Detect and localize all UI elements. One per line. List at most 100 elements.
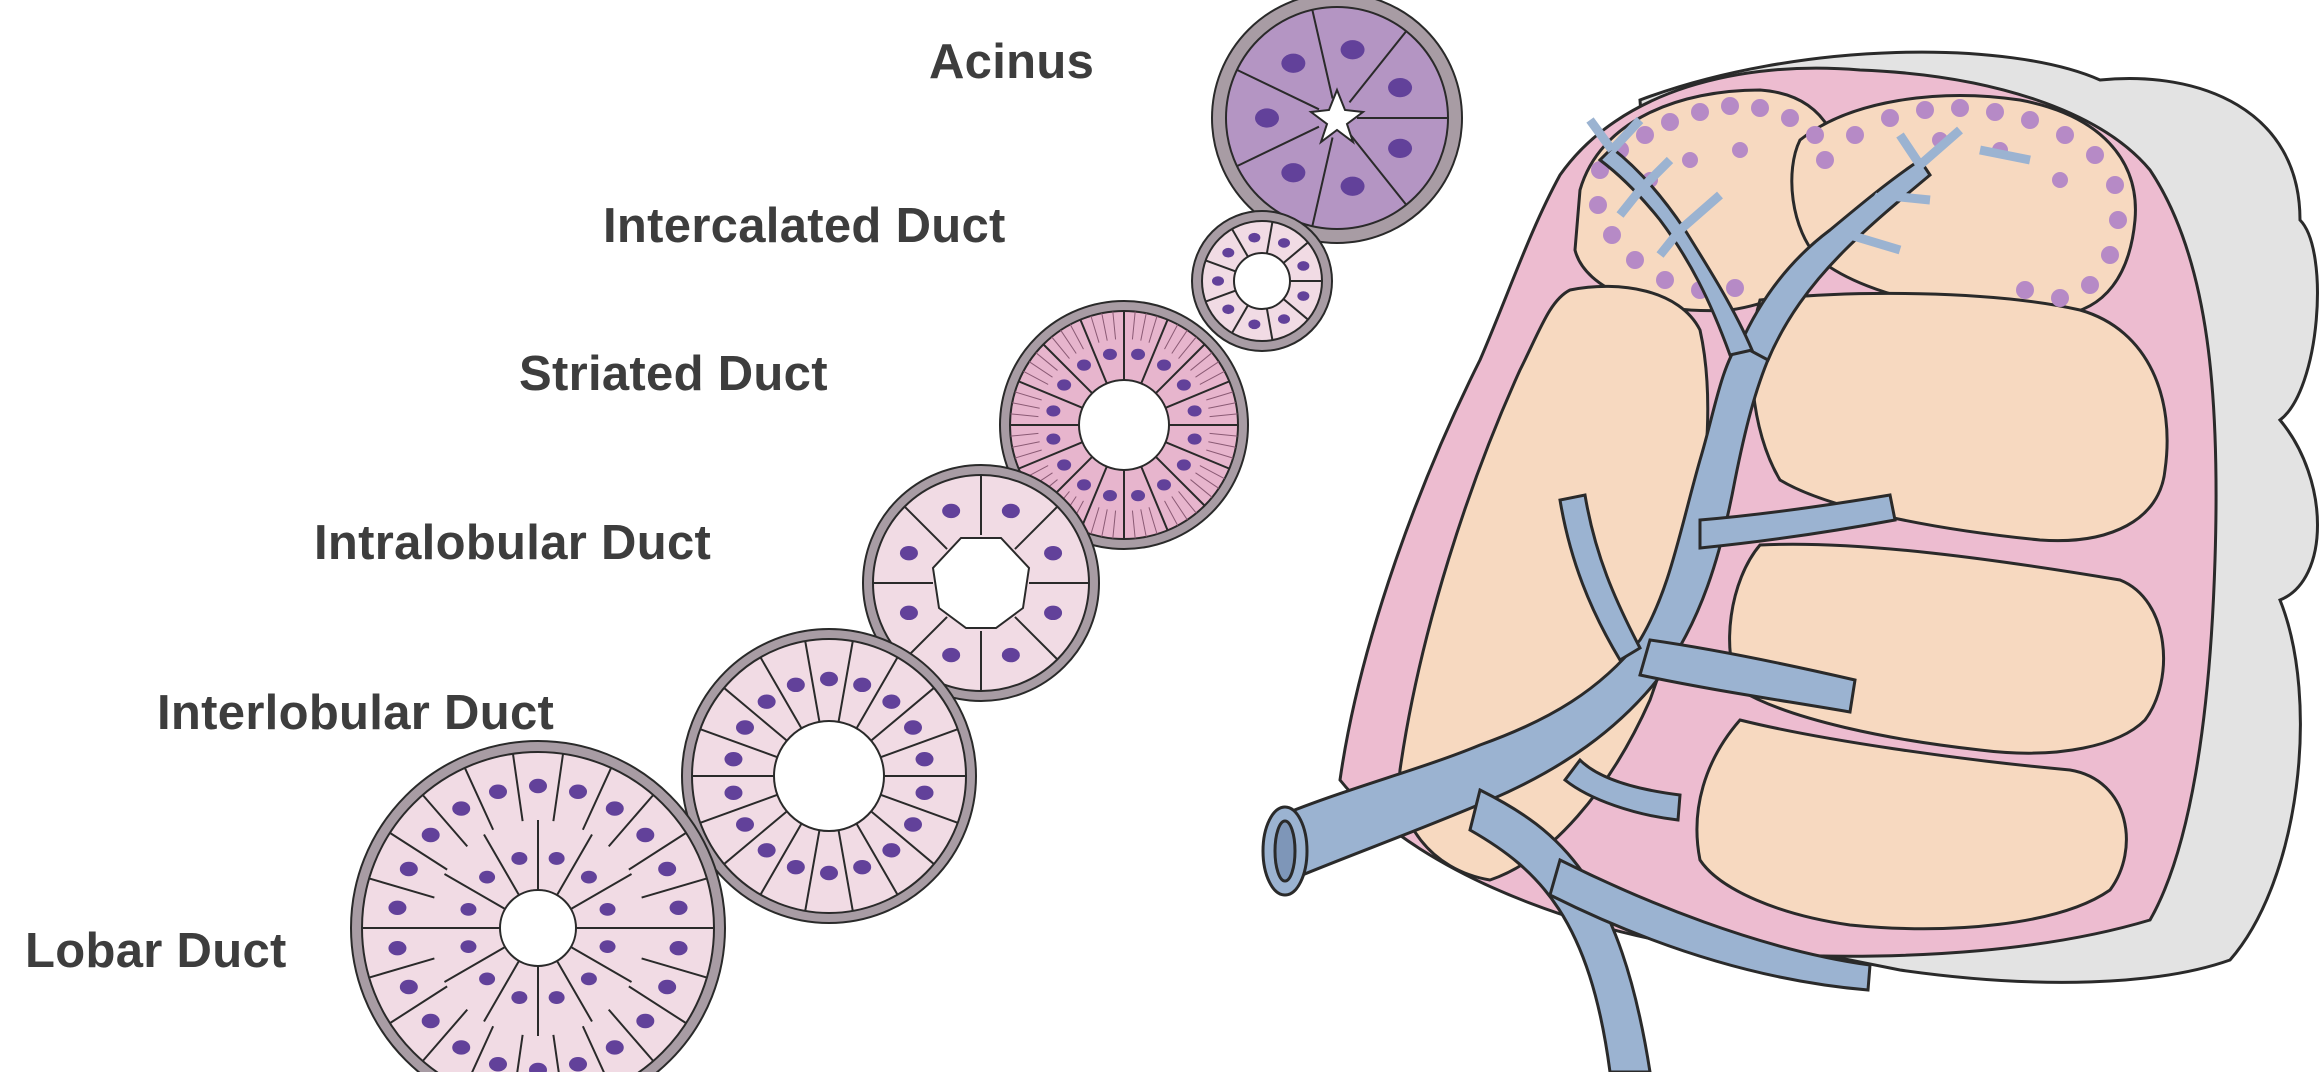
striated-nucleus xyxy=(1131,490,1145,501)
interlobular-nucleus xyxy=(724,752,742,766)
lobar-nucleus xyxy=(549,991,565,1004)
interlobular-nucleus xyxy=(904,720,922,734)
striated-nucleus xyxy=(1046,405,1060,416)
intralobular-nucleus xyxy=(900,546,918,560)
lobar-nucleus xyxy=(460,940,476,953)
acinus-nucleus xyxy=(1388,139,1412,158)
striated-nucleus xyxy=(1131,349,1145,360)
lobar-outer-nucleus xyxy=(670,941,688,955)
lobar-nucleus xyxy=(600,940,616,953)
lobar-outer-nucleus xyxy=(400,862,418,876)
acinus-nucleus xyxy=(1341,177,1365,196)
intercalated-nucleus xyxy=(1297,291,1309,301)
interlobular-nucleus xyxy=(882,694,900,708)
interlobular-nucleus xyxy=(736,720,754,734)
interlobular-nucleus xyxy=(736,817,754,831)
label-intercalated-duct: Intercalated Duct xyxy=(603,198,1006,254)
lobar-nucleus xyxy=(479,973,495,986)
interlobular-nucleus xyxy=(904,817,922,831)
lobar-outer-nucleus xyxy=(388,901,406,915)
lobar-nucleus xyxy=(511,852,527,865)
striated-nucleus xyxy=(1188,405,1202,416)
label-striated-duct: Striated Duct xyxy=(519,346,828,402)
lobar-nucleus xyxy=(600,903,616,916)
lobar-outer-nucleus xyxy=(529,779,547,793)
lobar-outer-nucleus xyxy=(452,801,470,815)
lobar-outer-nucleus xyxy=(636,828,654,842)
lobar-outer-nucleus xyxy=(606,1040,624,1054)
acinus-nucleus xyxy=(1255,108,1279,127)
intercalated-duct-section xyxy=(1192,211,1332,351)
lobar-nucleus xyxy=(460,903,476,916)
intercalated-nucleus xyxy=(1222,248,1234,258)
striated-nucleus xyxy=(1077,360,1091,371)
interlobular-duct-section xyxy=(682,629,976,923)
lobar-outer-nucleus xyxy=(606,801,624,815)
lobar-nucleus xyxy=(549,852,565,865)
lobar-nucleus xyxy=(479,871,495,884)
intercalated-nucleus xyxy=(1248,233,1260,243)
interlobular-nucleus xyxy=(853,860,871,874)
intercalated-nucleus xyxy=(1222,304,1234,314)
lobar-outer-nucleus xyxy=(636,1014,654,1028)
intercalated-nucleus xyxy=(1278,238,1290,248)
interlobular-nucleus xyxy=(882,843,900,857)
lobar-outer-nucleus xyxy=(422,828,440,842)
lobar-outer-nucleus xyxy=(388,941,406,955)
lobar-outer-nucleus xyxy=(670,901,688,915)
acinus-nucleus xyxy=(1341,40,1365,59)
striated-nucleus xyxy=(1057,459,1071,470)
striated-nucleus xyxy=(1103,490,1117,501)
label-intralobular-duct: Intralobular Duct xyxy=(314,515,711,571)
striated-nucleus xyxy=(1057,379,1071,390)
lobar-outer-nucleus xyxy=(658,862,676,876)
lobar-outer-nucleus xyxy=(489,1057,507,1071)
intercalated-nucleus xyxy=(1248,320,1260,330)
interlobular-nucleus xyxy=(916,786,934,800)
interlobular-nucleus xyxy=(916,752,934,766)
interlobular-nucleus xyxy=(820,866,838,880)
acinus-section xyxy=(1212,0,1462,243)
lobar-outer-nucleus xyxy=(422,1014,440,1028)
lobar-nucleus xyxy=(581,973,597,986)
intercalated-nucleus xyxy=(1278,314,1290,324)
intralobular-nucleus xyxy=(942,504,960,518)
interlobular-nucleus xyxy=(853,678,871,692)
intralobular-nucleus xyxy=(1044,546,1062,560)
lobar-outer-nucleus xyxy=(452,1040,470,1054)
intercalated-nucleus xyxy=(1297,261,1309,271)
interlobular-nucleus xyxy=(787,860,805,874)
lobar-outer-nucleus xyxy=(569,1057,587,1071)
lobar-outer-nucleus xyxy=(569,785,587,799)
striated-nucleus xyxy=(1103,349,1117,360)
striated-nucleus xyxy=(1188,433,1202,444)
label-lobar-duct: Lobar Duct xyxy=(25,923,287,979)
striated-nucleus xyxy=(1077,479,1091,490)
acinus-nucleus xyxy=(1281,54,1305,73)
interlobular-nucleus xyxy=(724,786,742,800)
striated-nucleus xyxy=(1046,433,1060,444)
striated-nucleus xyxy=(1157,360,1171,371)
lobar-nucleus xyxy=(581,871,597,884)
intralobular-nucleus xyxy=(900,606,918,620)
intralobular-nucleus xyxy=(1044,606,1062,620)
interlobular-nucleus xyxy=(758,694,776,708)
acinus-nucleus xyxy=(1388,78,1412,97)
acinus-nucleus xyxy=(1281,163,1305,182)
lobar-outer-nucleus xyxy=(400,980,418,994)
intralobular-nucleus xyxy=(1002,648,1020,662)
intralobular-nucleus xyxy=(942,648,960,662)
lobar-outer-nucleus xyxy=(658,980,676,994)
striated-nucleus xyxy=(1177,379,1191,390)
intralobular-nucleus xyxy=(1002,504,1020,518)
label-interlobular-duct: Interlobular Duct xyxy=(157,685,554,741)
lobar-nucleus xyxy=(511,991,527,1004)
interlobular-nucleus xyxy=(758,843,776,857)
label-acinus: Acinus xyxy=(929,34,1094,90)
duct-opening-inner xyxy=(1275,821,1295,881)
interlobular-nucleus xyxy=(820,672,838,686)
lobar-duct-section xyxy=(351,741,725,1072)
interlobular-nucleus xyxy=(787,678,805,692)
striated-nucleus xyxy=(1177,459,1191,470)
